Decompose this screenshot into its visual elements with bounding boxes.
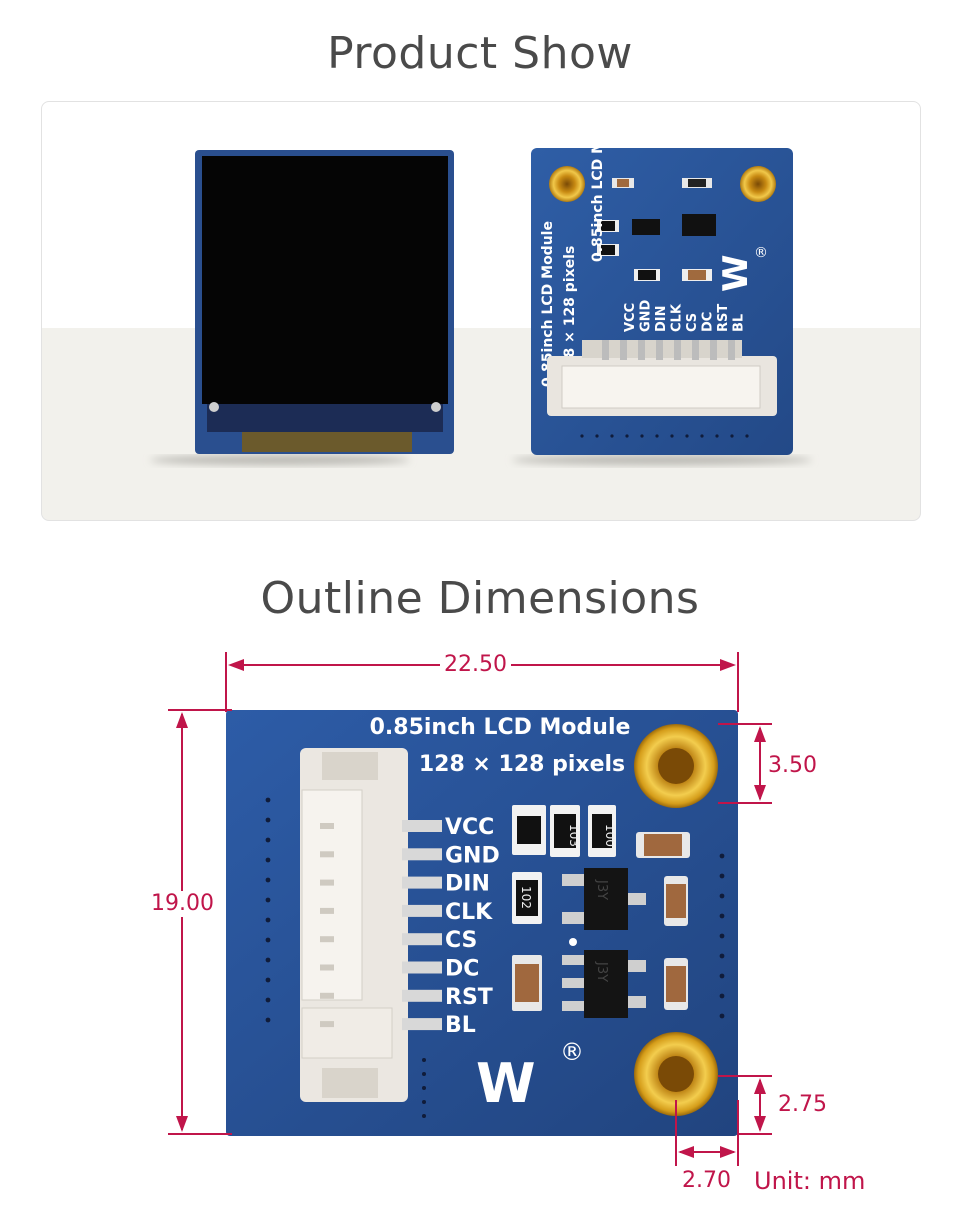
pin-label-vcc: VCC [445, 815, 494, 840]
pin-label-rst: RST [445, 985, 493, 1010]
waveshare-logo: W ® [476, 1038, 584, 1115]
pin-pad [402, 961, 442, 974]
pin-pad [402, 933, 442, 946]
regulator-code: J3Y [594, 961, 609, 982]
product-photos: 0.85inch LCD Module 0.85inch LCD Module … [150, 102, 812, 465]
transistor-code: J3Y [594, 879, 609, 900]
resistor-code-103: 103 [567, 824, 581, 847]
mounting-hole [740, 166, 776, 202]
photo-pin-label-gnd: GND [639, 299, 654, 332]
pin-pad [402, 989, 442, 1002]
pin-label-gnd: GND [445, 843, 500, 868]
fpc-connector [300, 748, 442, 1102]
unit-label: Unit: mm [754, 1167, 866, 1195]
pin-label-din: DIN [445, 872, 490, 897]
pin-pad [402, 904, 442, 917]
back-photo-module-title: 0.85inch LCD Module [540, 221, 556, 387]
photo-trademark: ® [754, 245, 768, 261]
smd-components: 103 100 102 J3Y J3Y [512, 805, 690, 1018]
module-resolution: 128 × 128 pixels [419, 752, 625, 777]
photo-pin-label-vcc: VCC [623, 303, 638, 332]
product-show-title: Product Show [327, 28, 633, 79]
pin-pad [402, 848, 442, 861]
photo-pin-label-cs: CS [685, 313, 700, 332]
lcd-back-view: 0.85inch LCD Module 0.85inch LCD Module … [531, 102, 793, 455]
svg-text:W: W [476, 1052, 536, 1115]
svg-text:W: W [716, 254, 756, 292]
module-title: 0.85inch LCD Module [370, 715, 631, 740]
resistor-code-100: 100 [603, 824, 617, 847]
board-back-title-small: 0.85inch LCD Module [590, 102, 606, 262]
back-photo-resolution: 128 × 128 pixels [562, 246, 578, 377]
pin-pad [402, 820, 442, 832]
dimension-hole-side: 2.70 [682, 1168, 731, 1193]
resistor-code-102: 102 [519, 886, 533, 909]
outline-dimensions-title: Outline Dimensions [260, 573, 700, 624]
photo-pin-label-dc: DC [701, 312, 716, 332]
photo-pin-label-clk: CLK [670, 303, 685, 332]
back-shadow [512, 455, 812, 465]
photo-pin-label-bl: BL [732, 314, 747, 332]
dimension-hole-bottom: 2.75 [778, 1092, 827, 1117]
pin-pad [402, 1018, 442, 1031]
pin-label-clk: CLK [445, 900, 493, 925]
lcd-front-view [195, 150, 454, 454]
pin-label-bl: BL [445, 1013, 476, 1038]
pin-label-dc: DC [445, 957, 479, 982]
front-shadow [150, 455, 410, 465]
pin-pad [402, 876, 442, 889]
photo-pin-label-rst: RST [716, 304, 731, 332]
trademark: ® [560, 1038, 584, 1066]
product-show-panel: 0.85inch LCD Module 0.85inch LCD Module … [41, 101, 921, 521]
dimension-hole-top: 3.50 [768, 753, 817, 778]
pin-label-cs: CS [445, 928, 477, 953]
mounting-hole [549, 166, 585, 202]
dimension-width: 22.50 [440, 652, 511, 678]
dimension-lines [168, 652, 772, 1166]
photo-pin-label-din: DIN [654, 305, 669, 332]
dimension-height: 19.00 [147, 891, 218, 917]
